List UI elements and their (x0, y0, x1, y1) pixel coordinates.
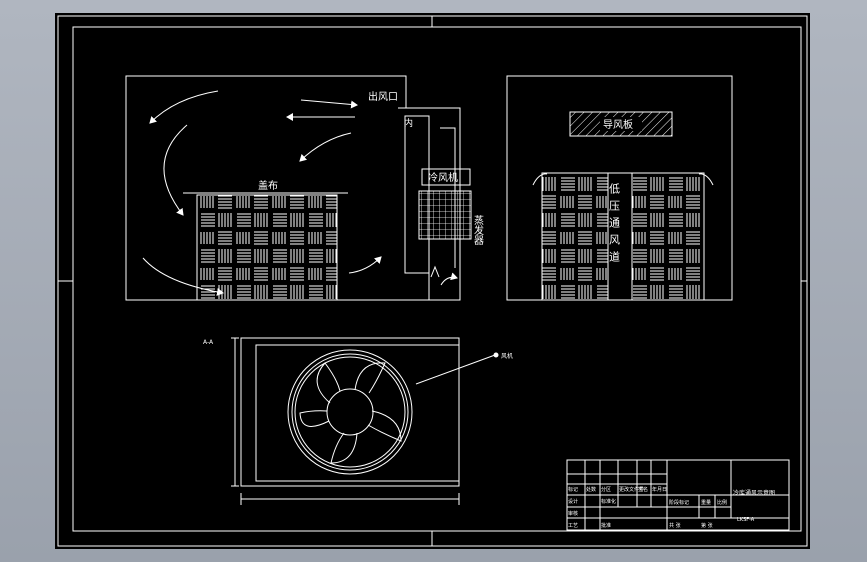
inner-frame (72, 26, 802, 532)
tb-label-approve: 批准 (601, 522, 611, 529)
side-view-left (125, 75, 472, 301)
side-view-right (506, 75, 733, 301)
tb-label-standard: 标准化 (601, 498, 616, 505)
title-block-text: 标记 处数 分区 更改文件号 签名 年月日 设计 标准化 审核 工艺 批准 阶段… (568, 486, 775, 529)
tb-label-mark: 标记 (568, 486, 578, 493)
tb-label-weight: 重量 (701, 499, 711, 506)
air-outlet-label: 出风口 (368, 90, 398, 103)
tb-label-date: 年月日 (652, 486, 667, 493)
fan-callout-label: 风机 (501, 352, 513, 360)
cooler-label: 冷风机 (428, 171, 458, 184)
deflector-label: 导风板 (603, 118, 633, 131)
tb-label-sheet-no: 第 张 (701, 522, 713, 529)
tb-label-change: 更改文件号 (619, 486, 644, 493)
deflector-label-bg (600, 117, 642, 131)
tb-drawing-title: 冷库通风示意图 (733, 489, 775, 497)
tb-drawing-number: LKSF-A (737, 517, 755, 523)
low-pressure-duct-label: 低压通风道 (608, 183, 621, 268)
drawing-canvas: 出风口 内 盖布 冷风机 蒸发器 导风板 低压通风道 A-A (57, 15, 808, 547)
inner-duct-label: 内 (404, 117, 413, 129)
title-block (566, 459, 790, 531)
tb-label-process: 工艺 (568, 523, 578, 529)
tb-label-design: 设计 (568, 498, 578, 505)
fan-blades (299, 362, 402, 464)
fan-view (231, 337, 499, 505)
tb-label-review: 审核 (568, 510, 578, 517)
tb-label-scale: 比例 (717, 499, 727, 506)
tb-label-sign: 签名 (638, 486, 648, 493)
drawing-sheet[interactable]: 出风口 内 盖布 冷风机 蒸发器 导风板 低压通风道 A-A (55, 13, 810, 549)
tb-label-total-sheets: 共 张 (669, 522, 681, 529)
center-marks (58, 16, 807, 546)
evaporator-label: 蒸发器 (472, 215, 484, 246)
tb-label-count: 处数 (586, 486, 596, 493)
section-mark: A-A (203, 339, 214, 346)
tb-label-zone: 分区 (601, 486, 611, 493)
cover-cloth-label: 盖布 (258, 179, 278, 192)
tb-label-stage: 阶段标记 (669, 499, 689, 506)
